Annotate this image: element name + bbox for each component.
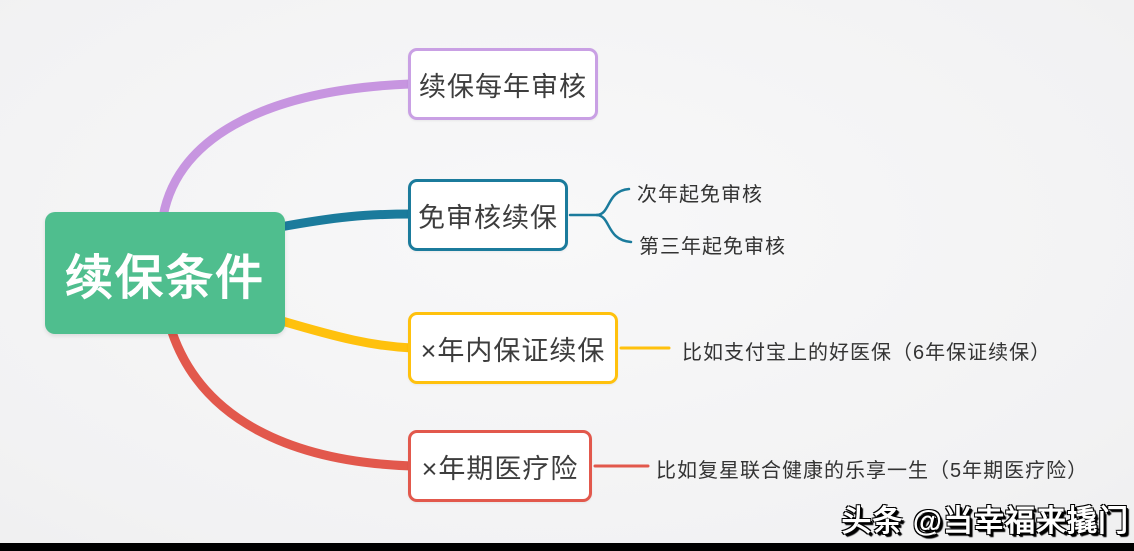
node-annual-review[interactable]: 续保每年审核	[408, 48, 598, 120]
watermark-toutiao-handle: 头条 @当幸福来撬门	[841, 505, 1129, 538]
brace-lower-no-review	[595, 213, 633, 244]
branch-curve-no-review	[275, 209, 417, 232]
node-no-review-renewal[interactable]: 免审核续保	[408, 179, 568, 251]
node-guaranteed-renewal-label: ×年内保证续保	[420, 335, 606, 366]
branch-curve-annual-review	[157, 79, 415, 229]
node-term-medical[interactable]: ×年期医疗险	[408, 430, 592, 502]
branch-curve-term-medical	[167, 327, 417, 471]
note-guaranteed-renewal-example[interactable]: 比如支付宝上的好医保（6年保证续保）	[682, 342, 1052, 364]
root-node[interactable]: 续保条件	[45, 212, 285, 334]
node-annual-review-label: 续保每年审核	[419, 71, 587, 102]
child-node-second-year[interactable]: 次年起免审核	[637, 184, 763, 206]
node-no-review-renewal-label: 免审核续保	[418, 202, 558, 233]
note-term-medical-example[interactable]: 比如复星联合健康的乐享一生（5年期医疗险）	[656, 460, 1089, 482]
brace-upper-no-review	[595, 187, 631, 217]
bottom-black-bar	[0, 543, 1134, 551]
branch-curve-guaranteed-renewal	[277, 316, 417, 353]
node-guaranteed-renewal[interactable]: ×年内保证续保	[408, 312, 618, 384]
root-node-label: 续保条件	[64, 252, 265, 305]
node-term-medical-label: ×年期医疗险	[421, 453, 579, 484]
child-node-third-year[interactable]: 第三年起免审核	[639, 236, 786, 258]
